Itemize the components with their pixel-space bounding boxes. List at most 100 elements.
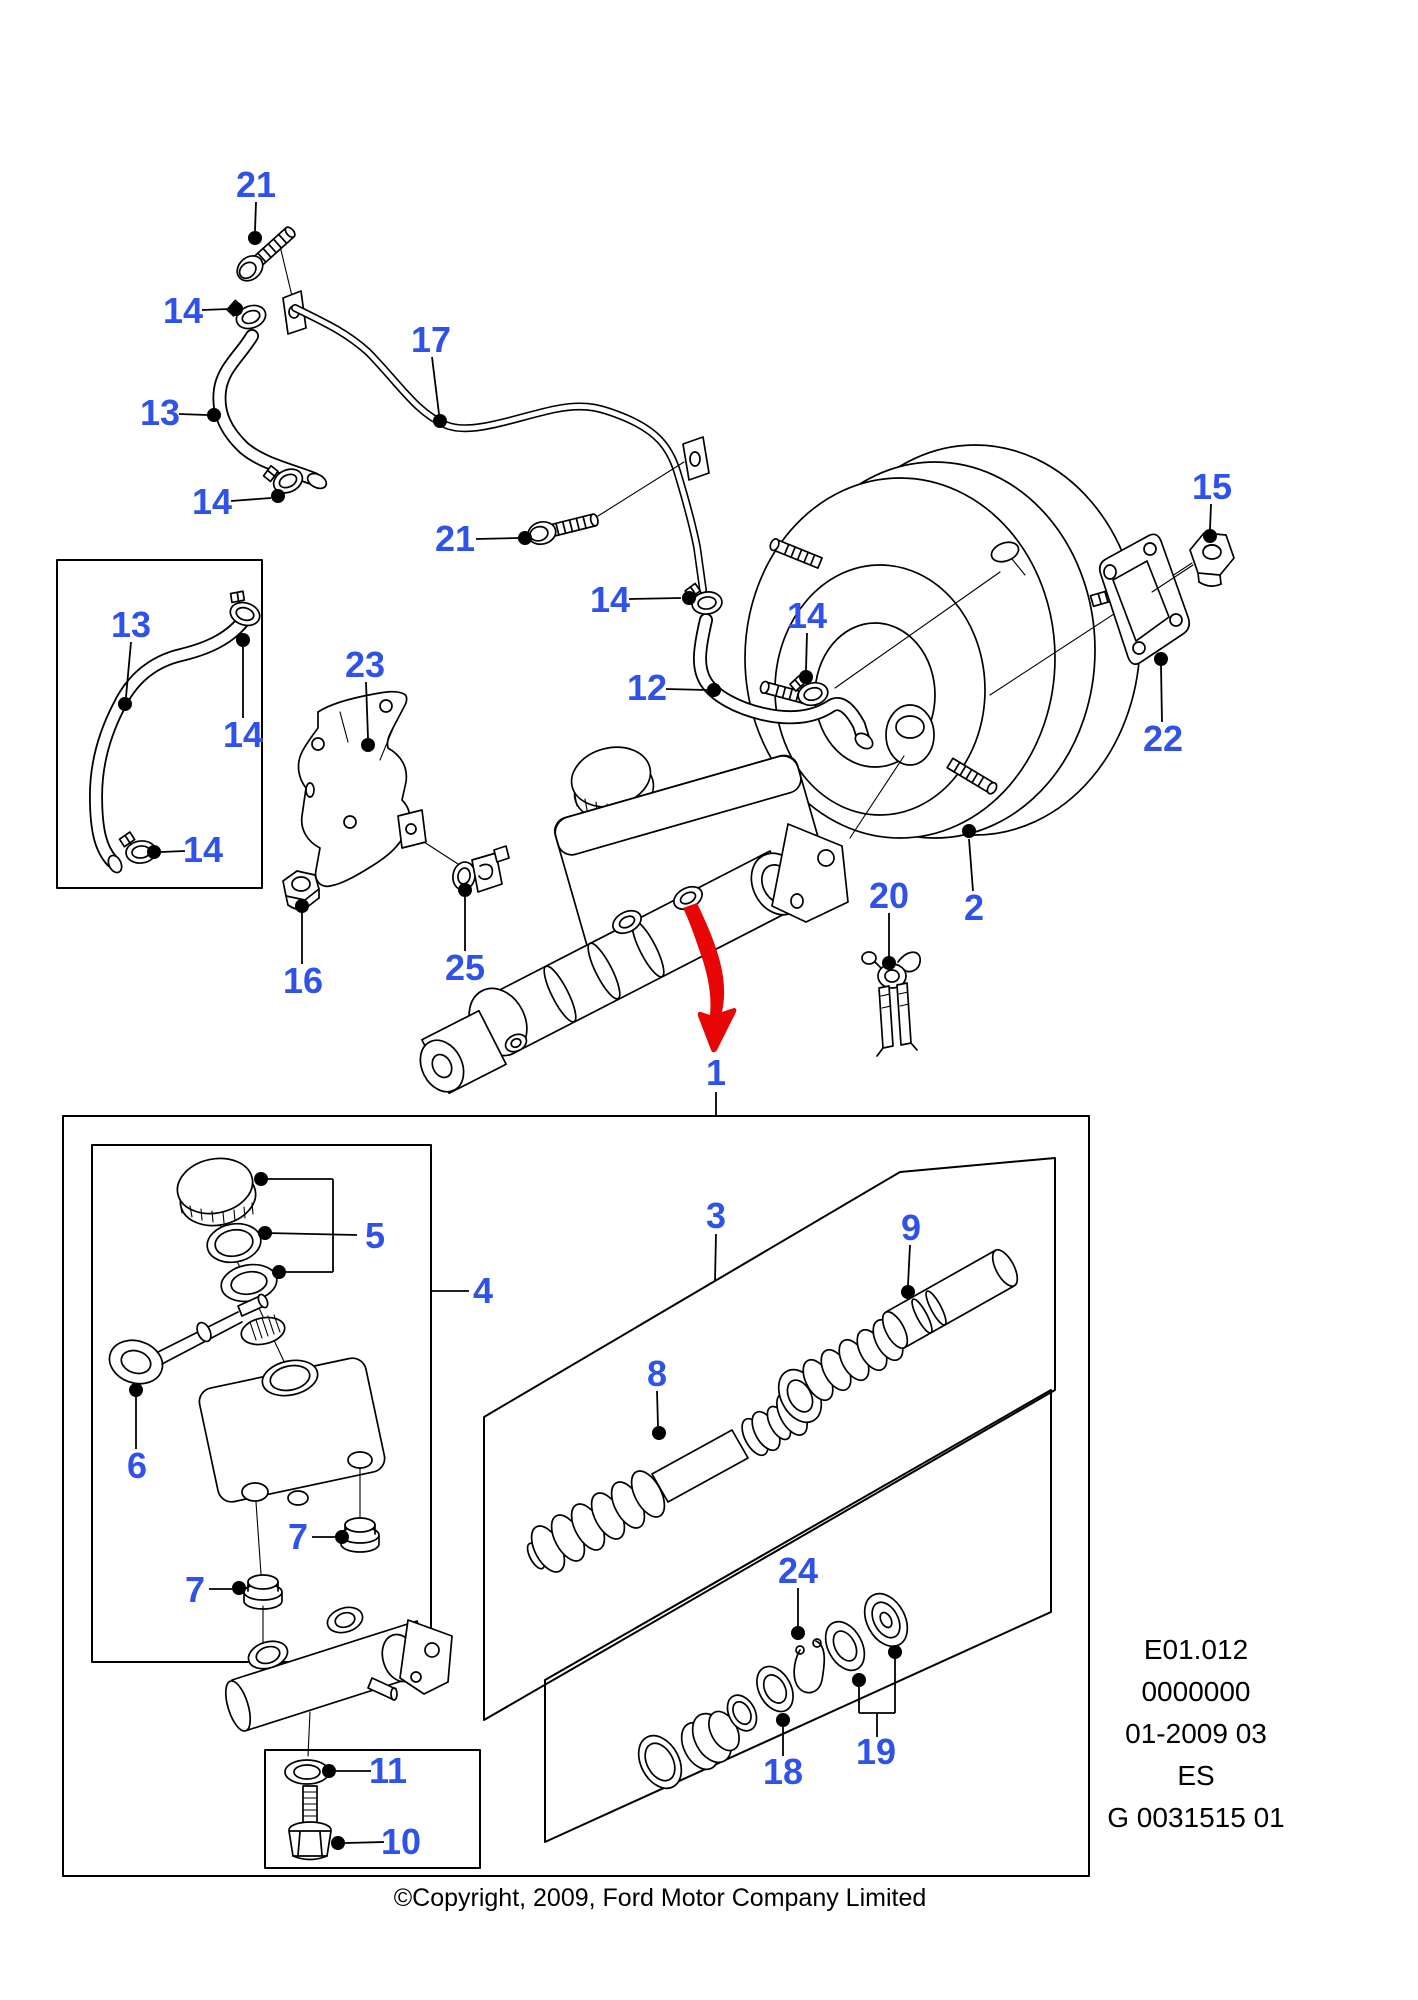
leader-dot-21-mid xyxy=(518,531,532,545)
leader-line-2 xyxy=(968,838,974,892)
leader-dot-6 xyxy=(129,1383,143,1397)
pipe-bracket-plate xyxy=(682,436,710,481)
callout-14-inset-bottom: 14 xyxy=(183,829,223,870)
leader-line-10 xyxy=(344,1841,385,1844)
leader-dot-14-hose12 xyxy=(799,670,813,684)
leader-dot-13-inset xyxy=(118,697,132,711)
leader-dot-14-top xyxy=(229,302,243,316)
bolt-21-mid xyxy=(524,461,685,548)
callout-22: 22 xyxy=(1143,718,1183,759)
leader-dot-24 xyxy=(791,1626,805,1640)
washer-11 xyxy=(284,1759,330,1785)
leader-dot-21-top xyxy=(248,231,262,245)
callout-9: 9 xyxy=(901,1207,921,1248)
leader-dot-10 xyxy=(331,1836,345,1850)
leader-dot-18 xyxy=(776,1713,790,1727)
booster-hub xyxy=(885,704,935,766)
cylinder-body-detail xyxy=(224,1606,453,1757)
leader-line-22 xyxy=(1160,665,1163,723)
leader-dot-16 xyxy=(295,899,309,913)
callout-17: 17 xyxy=(411,319,451,360)
bolt-10 xyxy=(288,1785,332,1861)
leader-dot-8 xyxy=(652,1426,666,1440)
hose-13 xyxy=(212,329,328,490)
leader-dot-14-inset-bottom xyxy=(147,845,161,859)
assembly-alignment-line xyxy=(849,755,905,839)
leader-dot-5 xyxy=(272,1265,286,1279)
callout-6: 6 xyxy=(127,1445,147,1486)
callout-14-hose13-lower: 14 xyxy=(192,481,232,522)
leader-line-9 xyxy=(907,1244,911,1286)
leader-dot-11 xyxy=(322,1764,336,1778)
leader-dot-14-hose13-lower xyxy=(271,489,285,503)
leader-dot-9 xyxy=(901,1285,915,1299)
nut-16 xyxy=(282,870,320,911)
leader-dot-25 xyxy=(458,883,472,897)
leader-dot-22 xyxy=(1154,652,1168,666)
inset-box xyxy=(56,559,263,889)
ref-line: 01-2009 03 xyxy=(1125,1718,1267,1749)
leader-dot-17 xyxy=(433,414,447,428)
ref-line: E01.012 xyxy=(1143,1634,1249,1665)
cap-seal xyxy=(220,1263,278,1303)
float-6 xyxy=(108,1293,269,1385)
leader-line-13-inset xyxy=(125,641,132,698)
ref-line: ES xyxy=(1177,1760,1215,1791)
callout-12: 12 xyxy=(627,667,667,708)
callout-25: 25 xyxy=(445,947,485,988)
ref-line: 0000000 xyxy=(1141,1676,1251,1707)
leader-line-14-top xyxy=(201,308,230,311)
callout-1: 1 xyxy=(706,1052,726,1093)
callout-4: 4 xyxy=(473,1270,493,1311)
callout-14-hose12: 14 xyxy=(787,595,827,636)
callout-21-top: 21 xyxy=(236,164,276,205)
nut-15 xyxy=(1151,532,1235,593)
seal-kit-box xyxy=(544,1389,1052,1843)
leader-dot-7-lower xyxy=(232,1581,246,1595)
snap-ring-24 xyxy=(793,1638,826,1694)
leader-line-14-inset-bottom xyxy=(160,850,186,853)
callout-13-inset: 13 xyxy=(111,604,151,645)
leader-line-21-top xyxy=(254,201,257,232)
leader-dot-19 xyxy=(888,1645,902,1659)
callout-19: 19 xyxy=(856,1731,896,1772)
leader-line-5 xyxy=(265,1232,358,1236)
leader-dot-14-inset-top xyxy=(236,633,250,647)
leader-line-17 xyxy=(431,356,440,415)
leader-line-14-hose12 xyxy=(805,632,808,671)
callout-14-pipe-end: 14 xyxy=(590,579,630,620)
callout-14-inset-top: 14 xyxy=(223,714,263,755)
brake-booster xyxy=(744,444,1146,839)
seal-kit-parts xyxy=(637,1592,909,1790)
copyright-line: ©Copyright, 2009, Ford Motor Company Lim… xyxy=(393,1884,927,1912)
callout-21-mid: 21 xyxy=(435,518,475,559)
callout-2: 2 xyxy=(964,887,984,928)
callout-24: 24 xyxy=(778,1550,818,1591)
secondary-piston-9 xyxy=(777,1248,1019,1424)
leader-line-12 xyxy=(665,688,708,691)
main-detail-box xyxy=(62,1115,1090,1877)
reservoir-assembly-detail xyxy=(108,1157,386,1644)
callout-7-upper: 7 xyxy=(288,1516,308,1557)
detail-arrow xyxy=(683,903,737,1053)
leader-dot-20 xyxy=(882,956,896,970)
valve-25 xyxy=(452,845,510,893)
callout-3: 3 xyxy=(706,1195,726,1236)
callout-18: 18 xyxy=(763,1751,803,1792)
leader-dot-15 xyxy=(1203,529,1217,543)
clamp-14-inset-top xyxy=(221,586,267,630)
hose-12 xyxy=(692,571,1001,750)
gasket-22 xyxy=(1098,533,1191,665)
leader-line-21-mid xyxy=(475,537,519,540)
bolt-washer-box xyxy=(264,1749,481,1869)
figure-reference-block: E01.012 0000000 01-2009 03 ES G 0031515 … xyxy=(1071,1629,1321,1839)
leader-dot-19 xyxy=(852,1673,866,1687)
leader-line-23 xyxy=(365,681,369,739)
pipe-17 xyxy=(291,304,710,594)
callout-14-top: 14 xyxy=(163,290,203,331)
leader-dot-14-pipe-end xyxy=(682,591,696,605)
cup-seal-19 xyxy=(824,1592,909,1672)
callout-16: 16 xyxy=(283,960,323,1001)
